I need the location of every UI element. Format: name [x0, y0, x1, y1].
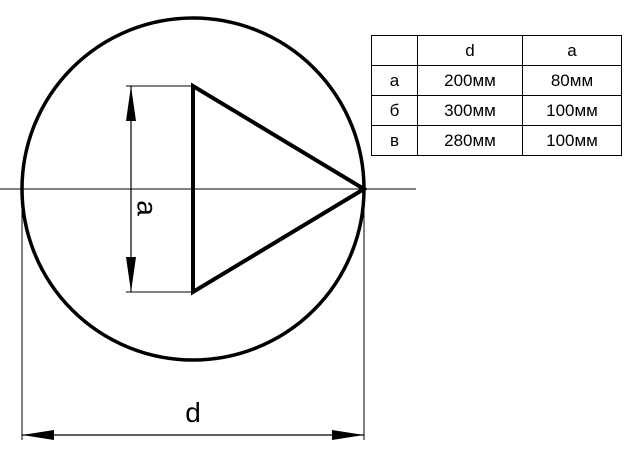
table-cell: 80мм: [522, 65, 622, 96]
table-header-row: d a: [371, 35, 622, 66]
table-header-cell: a: [522, 35, 622, 66]
table-row: б 300мм 100мм: [371, 95, 622, 126]
table-cell: 100мм: [522, 95, 622, 126]
table-header-cell: d: [417, 35, 523, 66]
triangle: [191, 82, 368, 296]
dimensions-table: d a а 200мм 80мм б 300мм 100мм в 280мм 1…: [371, 35, 622, 156]
table-cell: 280мм: [417, 125, 523, 156]
dimension-a-label: a: [132, 200, 163, 216]
dimension-a-arrow-top: [126, 86, 136, 121]
table-cell: б: [371, 95, 418, 126]
table-cell: 100мм: [522, 125, 622, 156]
table-cell: 300мм: [417, 95, 523, 126]
table-cell: а: [371, 65, 418, 96]
table-header-cell: [371, 35, 418, 66]
table-cell: в: [371, 125, 418, 156]
table-row: а 200мм 80мм: [371, 65, 622, 96]
dimension-d-arrow-right: [332, 430, 364, 440]
dimension-a-arrow-bottom: [126, 257, 136, 292]
table-row: в 280мм 100мм: [371, 125, 622, 156]
table-cell: 200мм: [417, 65, 523, 96]
dimension-d-arrow-left: [22, 430, 54, 440]
dimension-d-label: d: [185, 397, 201, 428]
